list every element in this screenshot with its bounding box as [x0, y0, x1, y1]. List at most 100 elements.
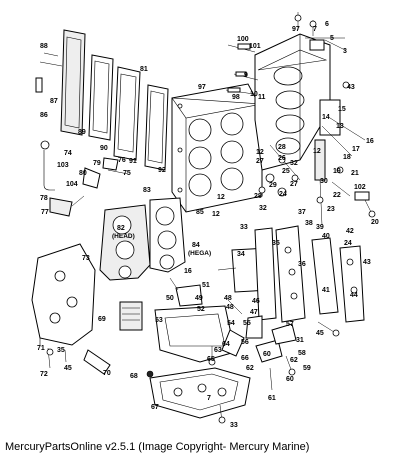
callout-88: 88 — [40, 43, 48, 50]
plate-53[interactable] — [154, 305, 236, 363]
callout-10: 10 — [250, 91, 258, 98]
exhaust-plate-gasket[interactable] — [88, 54, 114, 141]
callout-42: 42 — [346, 228, 354, 235]
app-version-label: MercuryPartsOnline v2.5.1 — [5, 441, 136, 453]
callout-66: 66 — [241, 355, 249, 362]
callout-44: 44 — [350, 292, 358, 299]
nut[interactable] — [294, 14, 302, 22]
callout-76: 76 — [118, 157, 126, 164]
callout-31: 31 — [296, 337, 304, 344]
upper-hardware — [225, 12, 350, 95]
callout-12b: 12 — [256, 149, 264, 156]
callout-75: 75 — [123, 170, 131, 177]
callout-54: 54 — [227, 320, 235, 327]
pin[interactable] — [227, 87, 241, 93]
callout-29: 29 — [269, 182, 277, 189]
callout-101: 101 — [249, 43, 261, 50]
plug[interactable] — [342, 81, 350, 89]
clip[interactable] — [35, 77, 43, 93]
callout-72: 72 — [40, 371, 48, 378]
fitting-79[interactable] — [102, 157, 119, 171]
callout-82: 82 — [117, 225, 125, 232]
callout-92: 92 — [158, 167, 166, 174]
nut-2[interactable] — [309, 20, 317, 28]
callout-104: 104 — [66, 181, 78, 188]
callout-17: 17 — [352, 146, 360, 153]
cover-41[interactable] — [311, 237, 339, 315]
callout-103: 103 — [57, 162, 69, 169]
crankcase-cover[interactable] — [319, 99, 341, 136]
callout-27: 27 — [256, 158, 264, 165]
callout-26: 26 — [278, 155, 286, 162]
filter-block[interactable] — [119, 301, 143, 331]
callout-64: 64 — [222, 341, 230, 348]
callout-57: 57 — [286, 321, 294, 328]
seal-35[interactable] — [254, 227, 277, 321]
callout-33: 33 — [240, 224, 248, 231]
exhaust-manifold-body[interactable] — [31, 243, 96, 346]
callout-61: 61 — [268, 395, 276, 402]
bottom-plate — [146, 367, 251, 424]
callout-12d: 12 — [217, 194, 225, 201]
callout-32: 32 — [290, 160, 298, 167]
callout-30: 30 — [320, 178, 328, 185]
callout-58: 58 — [298, 350, 306, 357]
bracket-50[interactable] — [175, 284, 203, 307]
fitting-102[interactable] — [354, 191, 370, 201]
fitting[interactable] — [309, 39, 325, 51]
callout-60: 60 — [263, 351, 271, 358]
tube[interactable] — [314, 139, 326, 181]
lower-left-parts — [46, 301, 143, 375]
callout-37: 37 — [298, 209, 306, 216]
link-55[interactable] — [221, 329, 245, 357]
callout-27b: 27 — [290, 181, 298, 188]
callout-19: 19 — [333, 168, 341, 175]
callout-3: 3 — [343, 48, 347, 55]
bottom-linkage — [169, 277, 297, 391]
callout-18: 18 — [343, 154, 351, 161]
callout-32b: 32 — [259, 205, 267, 212]
screw[interactable] — [237, 43, 251, 50]
thermostat-housing[interactable] — [49, 197, 73, 217]
hose[interactable] — [43, 150, 55, 191]
callout-67: 67 — [151, 404, 159, 411]
callout-90: 90 — [100, 145, 108, 152]
plate-44[interactable] — [339, 245, 365, 323]
exhaust-cover[interactable] — [60, 29, 86, 136]
callout-43: 43 — [347, 84, 355, 91]
callout-28: 28 — [278, 144, 286, 151]
plug-68[interactable] — [146, 370, 154, 378]
callout-20: 20 — [371, 219, 379, 226]
callout-22: 22 — [333, 192, 341, 199]
plate-67[interactable] — [149, 367, 251, 419]
check-valve[interactable] — [82, 167, 101, 189]
callout-84: 84 — [192, 242, 200, 249]
callout-13: 13 — [336, 123, 344, 130]
exhaust-cover-stack — [35, 29, 169, 171]
sensor-70[interactable] — [83, 349, 111, 375]
callout-48b: 48 — [226, 304, 234, 311]
callout-81: 81 — [140, 66, 148, 73]
callout-25: 25 — [282, 168, 290, 175]
callout-100: 100 — [237, 36, 249, 43]
callout-23: 23 — [327, 206, 335, 213]
link-60[interactable] — [255, 339, 283, 363]
clamp-47[interactable] — [245, 315, 263, 339]
callout-51: 51 — [202, 282, 210, 289]
callout-38: 38 — [305, 220, 313, 227]
callout-33b: 33 — [230, 422, 238, 429]
exhaust-plate-gasket-2[interactable] — [144, 84, 169, 171]
copyright-notice: (Image Copyright- Mercury Marine) — [138, 441, 310, 453]
fitting-19[interactable] — [336, 166, 344, 174]
callout-16b: 16 — [184, 268, 192, 275]
head-and-gasket — [99, 197, 186, 281]
callout-12c: 12 — [212, 211, 220, 218]
callout-6: 6 — [325, 21, 329, 28]
callout-102: 102 — [354, 184, 366, 191]
callout-48: 48 — [224, 295, 232, 302]
callout-11: 11 — [258, 94, 266, 101]
cylinder-block — [171, 33, 341, 213]
callout-55: 55 — [243, 320, 251, 327]
lever-57[interactable] — [271, 323, 297, 345]
washer[interactable] — [235, 71, 247, 77]
